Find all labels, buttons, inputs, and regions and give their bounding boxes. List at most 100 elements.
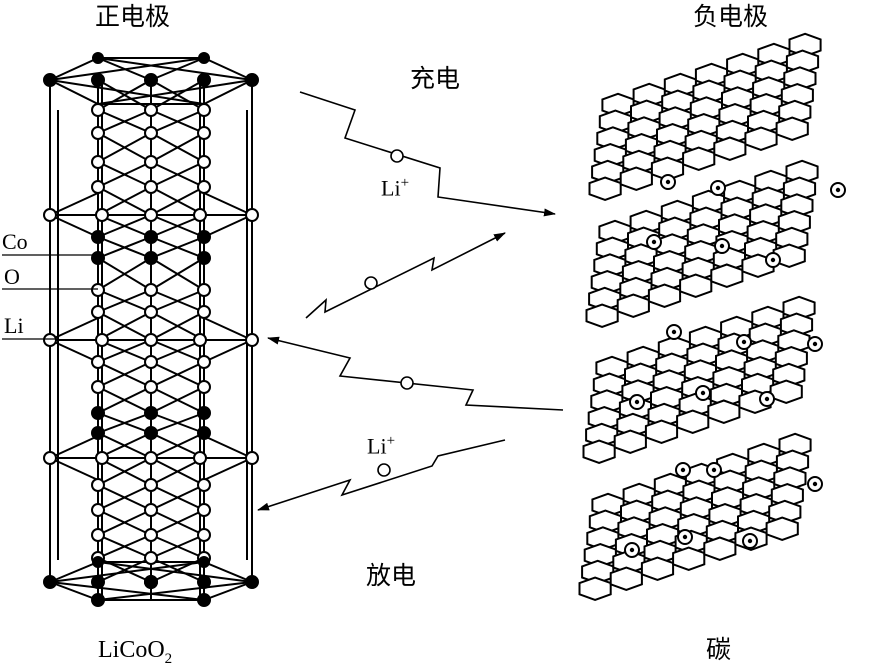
li-atom bbox=[95, 451, 109, 465]
carbon-ring bbox=[676, 409, 710, 434]
co-atom bbox=[197, 251, 211, 265]
co-atom bbox=[91, 406, 105, 420]
charge-arrow-1 bbox=[299, 91, 556, 217]
li-atom bbox=[144, 333, 158, 347]
co-atom bbox=[91, 575, 105, 589]
li-ion-core bbox=[770, 257, 776, 263]
carbon-ring bbox=[773, 466, 807, 491]
co-atom bbox=[197, 593, 211, 607]
carbon-ring bbox=[744, 126, 778, 151]
li-ion-core bbox=[835, 187, 841, 193]
co-atom bbox=[144, 73, 158, 87]
discharge-label: 放电 bbox=[366, 561, 417, 590]
li-ion-label-bottom: Li+ bbox=[367, 433, 396, 459]
o-atom bbox=[197, 478, 211, 492]
bond bbox=[150, 412, 205, 434]
li-ion-dot bbox=[390, 149, 404, 163]
o-atom bbox=[91, 503, 105, 517]
li-plane bbox=[203, 317, 253, 341]
li-ion-dot bbox=[400, 376, 414, 390]
bond bbox=[97, 214, 152, 238]
bond bbox=[150, 457, 205, 486]
carbon-ring bbox=[785, 159, 819, 185]
carbon-ring bbox=[774, 346, 808, 371]
bond bbox=[97, 161, 152, 188]
li-plane bbox=[203, 214, 253, 238]
o-atom bbox=[197, 126, 211, 140]
carbon-ring bbox=[616, 293, 650, 318]
carbon-ring bbox=[647, 283, 682, 308]
li-ion-core bbox=[719, 243, 725, 249]
li-plane bbox=[203, 192, 253, 216]
carbon-ring bbox=[644, 419, 679, 444]
li-atom bbox=[95, 208, 109, 222]
carbon-ring bbox=[778, 99, 812, 125]
li-ion-core bbox=[812, 341, 818, 347]
cap-edge bbox=[150, 57, 205, 81]
cap-edge bbox=[97, 57, 152, 81]
o-atom bbox=[144, 126, 158, 140]
li-atom bbox=[43, 208, 57, 222]
ion-flow-arrows bbox=[257, 91, 564, 511]
li-ion-core bbox=[764, 396, 770, 402]
bond bbox=[150, 236, 205, 259]
bond bbox=[150, 161, 205, 188]
carbon-ring bbox=[582, 439, 616, 464]
o-atom bbox=[91, 355, 105, 369]
carbon-ring bbox=[578, 576, 612, 601]
bond bbox=[150, 214, 205, 238]
carbon-ring bbox=[778, 432, 812, 458]
carbon-ring bbox=[588, 176, 622, 201]
carbon-ring bbox=[713, 136, 747, 161]
carbon-ring bbox=[785, 49, 820, 74]
carbon-ring bbox=[613, 429, 647, 454]
licoo2-crystal-structure bbox=[43, 52, 259, 607]
o-atom bbox=[144, 478, 158, 492]
o-atom bbox=[144, 355, 158, 369]
carbon-ring bbox=[650, 156, 685, 181]
li-atom bbox=[193, 208, 207, 222]
cap-edge bbox=[97, 581, 253, 601]
o-atom bbox=[197, 503, 211, 517]
cap-edge bbox=[97, 79, 253, 105]
co-atom bbox=[92, 52, 104, 64]
li-plane bbox=[49, 192, 99, 216]
charge-label: 充电 bbox=[410, 64, 461, 93]
legend-leader-lines bbox=[2, 254, 98, 340]
legend-o-label: O bbox=[4, 264, 20, 289]
o-atom bbox=[197, 155, 211, 169]
cap-edge bbox=[49, 581, 205, 601]
co-atom bbox=[144, 251, 158, 265]
carbon-ring bbox=[679, 273, 713, 298]
carbon-ring bbox=[682, 146, 716, 171]
li-atom bbox=[193, 333, 207, 347]
li-plane bbox=[49, 214, 99, 238]
bond bbox=[97, 457, 152, 486]
bond bbox=[150, 361, 205, 388]
li-plane bbox=[49, 435, 99, 459]
co-atom bbox=[144, 406, 158, 420]
carbon-ring bbox=[775, 226, 809, 252]
bond bbox=[150, 386, 205, 414]
carbon-ring bbox=[640, 556, 675, 581]
o-atom bbox=[91, 180, 105, 194]
carbon-ring bbox=[769, 379, 803, 404]
co-atom bbox=[91, 426, 105, 440]
o-atom bbox=[144, 155, 158, 169]
o-atom bbox=[91, 528, 105, 542]
bond bbox=[97, 386, 152, 414]
carbon-ring bbox=[779, 312, 814, 337]
o-atom bbox=[197, 528, 211, 542]
positive-electrode-label: 正电极 bbox=[95, 2, 171, 31]
bond bbox=[97, 339, 152, 363]
li-plane bbox=[49, 339, 99, 363]
graphite-layers bbox=[578, 32, 822, 601]
co-atom bbox=[197, 230, 211, 244]
carbon-ring bbox=[703, 536, 737, 561]
bond bbox=[97, 534, 152, 559]
o-atom bbox=[91, 126, 105, 140]
li-ion-core bbox=[715, 185, 721, 191]
li-ion-core bbox=[629, 547, 635, 553]
bond bbox=[150, 484, 205, 511]
co-atom bbox=[245, 73, 259, 87]
